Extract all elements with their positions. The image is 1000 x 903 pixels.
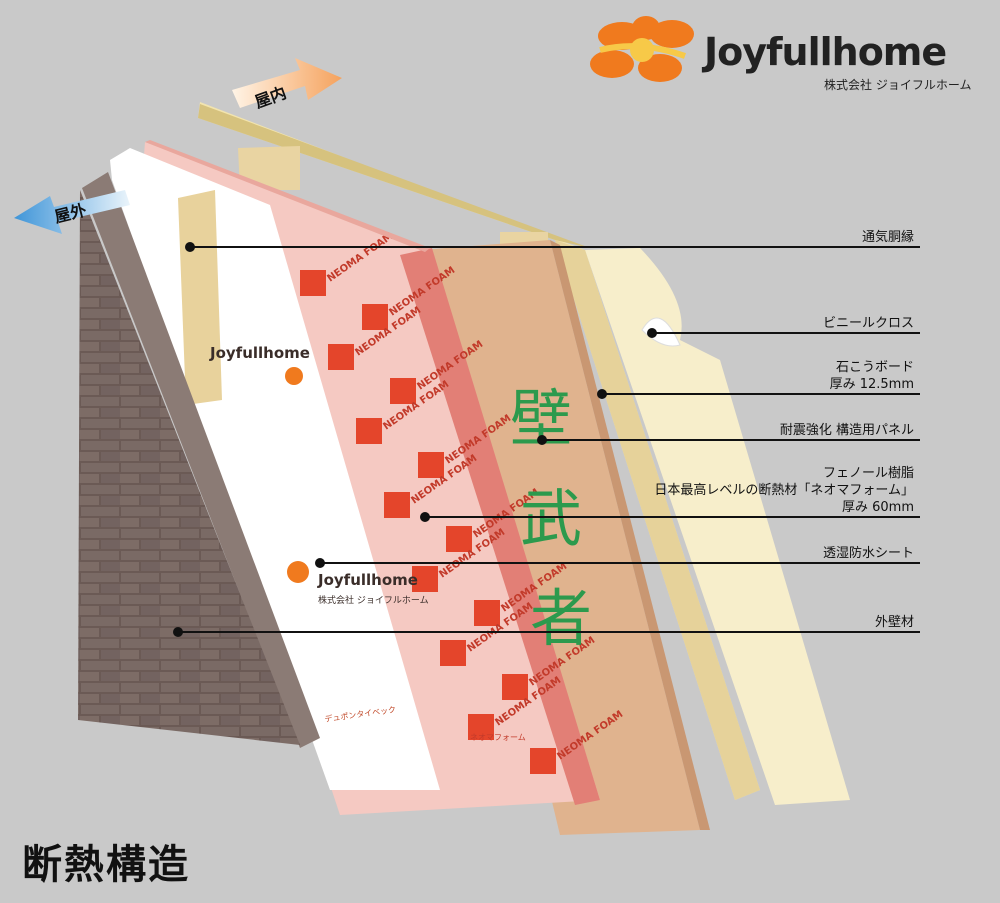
foam-logo-mark: [300, 270, 326, 296]
brand-header: Joyfullhome 株式会社 ジョイフルホーム: [592, 14, 992, 94]
sheet-flower-icon: [285, 367, 303, 385]
foam-kana-print: ネオマフォーム: [470, 733, 526, 742]
callout-vent-furring: 通気胴縁: [861, 230, 914, 245]
sheet-brand-top: Joyfullhome: [209, 344, 310, 362]
callout-exterior-wall: 外壁材: [874, 615, 914, 630]
foam-logo-mark: [418, 452, 444, 478]
exterior-wall-layer: [78, 172, 320, 748]
brand-flower-logo: [590, 16, 694, 82]
structural-panel-layer: [420, 240, 710, 835]
foam-logo-mark: [530, 748, 556, 774]
foam-logo-mark: [412, 566, 438, 592]
brand-company: 株式会社 ジョイフルホーム: [824, 78, 972, 92]
sheet-company-bottom: 株式会社 ジョイフルホーム: [318, 594, 429, 606]
callout-structural-panel: 耐震強化 構造用パネル: [779, 423, 914, 438]
foam-logo-mark: [440, 640, 466, 666]
outdoor-arrow: [14, 190, 130, 234]
foam-logo-mark: [328, 344, 354, 370]
gypsum-board-layer: [198, 102, 760, 800]
callout-vinyl-cloth: ビニールクロス: [822, 316, 914, 331]
brand-name: Joyfullhome: [704, 30, 947, 74]
sheet-flower-icon-2: [287, 561, 309, 583]
panel-kanji-2: 武: [520, 482, 582, 555]
foam-logo-mark: [502, 674, 528, 700]
indoor-arrow: [232, 58, 342, 108]
foam-logo-mark: [362, 304, 388, 330]
foam-logo-mark: [384, 492, 410, 518]
callout-moisture-sheet: 透湿防水シート: [822, 546, 914, 561]
callout-gypsum-board: 石こうボード 厚み 12.5mm: [829, 360, 914, 392]
foam-logo-mark: [468, 714, 494, 740]
callout-lines: [173, 242, 920, 637]
panel-print: 壁 武 者: [510, 382, 592, 655]
foam-logo-mark: [390, 378, 416, 404]
callout-insulation: フェノール樹脂 日本最高レベルの断熱材「ネオマフォーム」 厚み 60mm: [654, 466, 914, 515]
panel-kanji-3: 者: [530, 582, 592, 655]
foam-logo-mark: [356, 418, 382, 444]
page-title: 断熱構造: [22, 842, 190, 888]
sheet-brand-bottom: Joyfullhome: [317, 571, 418, 589]
foam-logo-mark: [446, 526, 472, 552]
foam-logo-mark: [474, 600, 500, 626]
